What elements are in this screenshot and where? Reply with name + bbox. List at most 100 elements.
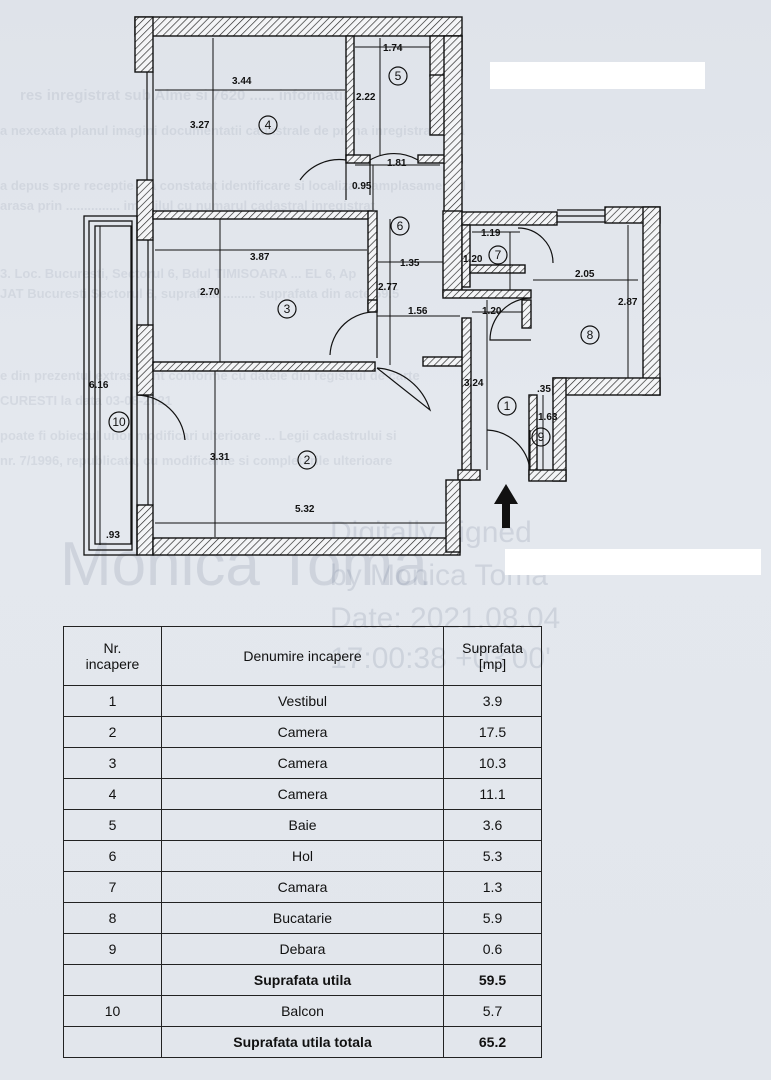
room-numbers: 1 2 3 4 5 6 7 8 9 10 [112, 69, 593, 467]
dim-label: 3.24 [464, 378, 484, 389]
svg-text:poate fi obiectul unor modific: poate fi obiectul unor modificari ulteri… [0, 428, 397, 443]
room-number: 1 [504, 399, 511, 413]
header-name: Denumire incapere [161, 626, 444, 686]
room-number: 4 [265, 118, 272, 132]
room-number: 7 [495, 248, 502, 262]
dim-label: 2.22 [356, 92, 376, 103]
cell-name: Bucatarie [161, 902, 444, 934]
svg-text:3. Loc. Bucuresti, Sectorul 6,: 3. Loc. Bucuresti, Sectorul 6, Bdul TIMI… [0, 266, 356, 281]
svg-text:res inregistrat sub Alme si 76: res inregistrat sub Alme si 7620 ...... … [20, 87, 347, 104]
walls [134, 16, 661, 556]
cell-nr: 2 [63, 716, 162, 748]
room-number: 2 [304, 453, 311, 467]
svg-text:nr. 7/1996, republicata, cu mo: nr. 7/1996, republicata, cu modificarile… [0, 453, 392, 468]
cell-nr: 8 [63, 902, 162, 934]
cell-nr: 7 [63, 871, 162, 903]
dimension-labels: 3.44 3.27 1.74 2.22 1.81 0.95 3.87 2.70 … [89, 43, 638, 541]
dimension-lines [99, 38, 638, 545]
room-number: 9 [538, 430, 545, 444]
room-area-table: Nr.incapere Denumire incapere Suprafata[… [63, 626, 542, 1058]
dim-label: 2.87 [618, 297, 638, 308]
dim-label: 6.16 [89, 380, 109, 391]
cell-nr: 5 [63, 809, 162, 841]
room-number: 8 [587, 328, 594, 342]
cell-name: Suprafata utila [161, 964, 444, 996]
dim-label: 1.20 [482, 306, 502, 317]
cell-name: Camera [161, 716, 444, 748]
cell-area: 65.2 [443, 1026, 542, 1058]
cell-nr: 3 [63, 747, 162, 779]
cell-area: 3.9 [443, 685, 542, 717]
dim-label: 2.05 [575, 269, 595, 280]
redaction-box-top [490, 62, 705, 89]
redaction-box-bottom [505, 549, 761, 575]
dim-label: 1.81 [387, 158, 407, 169]
cell-area: 5.9 [443, 902, 542, 934]
dim-label: 2.77 [378, 282, 398, 293]
balcony [83, 215, 138, 556]
cell-nr [63, 1026, 162, 1058]
cell-name: Balcon [161, 995, 444, 1027]
header-nr: Nr.incapere [63, 626, 162, 686]
header-area: Suprafata[mp] [443, 626, 542, 686]
svg-text:e din prezentul extras sunt co: e din prezentul extras sunt conforme cu … [0, 368, 420, 383]
dim-label: 1.20 [463, 254, 483, 265]
cell-nr: 10 [63, 995, 162, 1027]
dim-label: 3.87 [250, 252, 270, 263]
dim-label: 0.95 [352, 181, 372, 192]
cell-name: Camera [161, 747, 444, 779]
svg-text:a depus spre receptie s-a cons: a depus spre receptie s-a constatat iden… [0, 178, 466, 193]
room-number: 5 [395, 69, 402, 83]
svg-text:a nexexata planul imagini docu: a nexexata planul imagini documentatii c… [0, 123, 465, 138]
cell-name: Baie [161, 809, 444, 841]
cell-name: Camara [161, 871, 444, 903]
dim-label: 1.56 [408, 306, 428, 317]
dim-label: 2.70 [200, 287, 220, 298]
dim-label: .35 [537, 384, 551, 395]
room-number: 6 [397, 219, 404, 233]
cell-area: 5.7 [443, 995, 542, 1027]
cell-nr [63, 964, 162, 996]
cell-area: 0.6 [443, 933, 542, 965]
dim-label: 3.44 [232, 76, 252, 87]
window-lines [146, 72, 605, 505]
cell-name: Vestibul [161, 685, 444, 717]
dim-label: 1.63 [538, 412, 558, 423]
room-number: 3 [284, 302, 291, 316]
cell-area: 10.3 [443, 747, 542, 779]
svg-text:CURESTI la data 03-08-2021: CURESTI la data 03-08-2021 [0, 393, 172, 408]
cell-area: 11.1 [443, 778, 542, 810]
cell-area: 5.3 [443, 840, 542, 872]
dim-label: 1.35 [400, 258, 420, 269]
cell-name: Debara [161, 933, 444, 965]
dim-label: 1.74 [383, 43, 403, 54]
dim-label: 3.27 [190, 120, 210, 131]
room-number: 10 [112, 415, 126, 429]
cell-nr: 6 [63, 840, 162, 872]
cell-name: Hol [161, 840, 444, 872]
dim-label: 3.31 [210, 452, 230, 463]
cell-area: 59.5 [443, 964, 542, 996]
cell-nr: 4 [63, 778, 162, 810]
cell-area: 17.5 [443, 716, 542, 748]
cell-nr: 1 [63, 685, 162, 717]
dim-label: 1.19 [481, 228, 501, 239]
bleed-through-text: res inregistrat sub Alme si 7620 ...... … [0, 87, 466, 468]
room-markers [108, 66, 600, 470]
entrance-arrow-icon [494, 484, 518, 528]
svg-text:arasa prin ............... imo: arasa prin ............... imobilul cu n… [0, 198, 376, 213]
cell-area: 1.3 [443, 871, 542, 903]
